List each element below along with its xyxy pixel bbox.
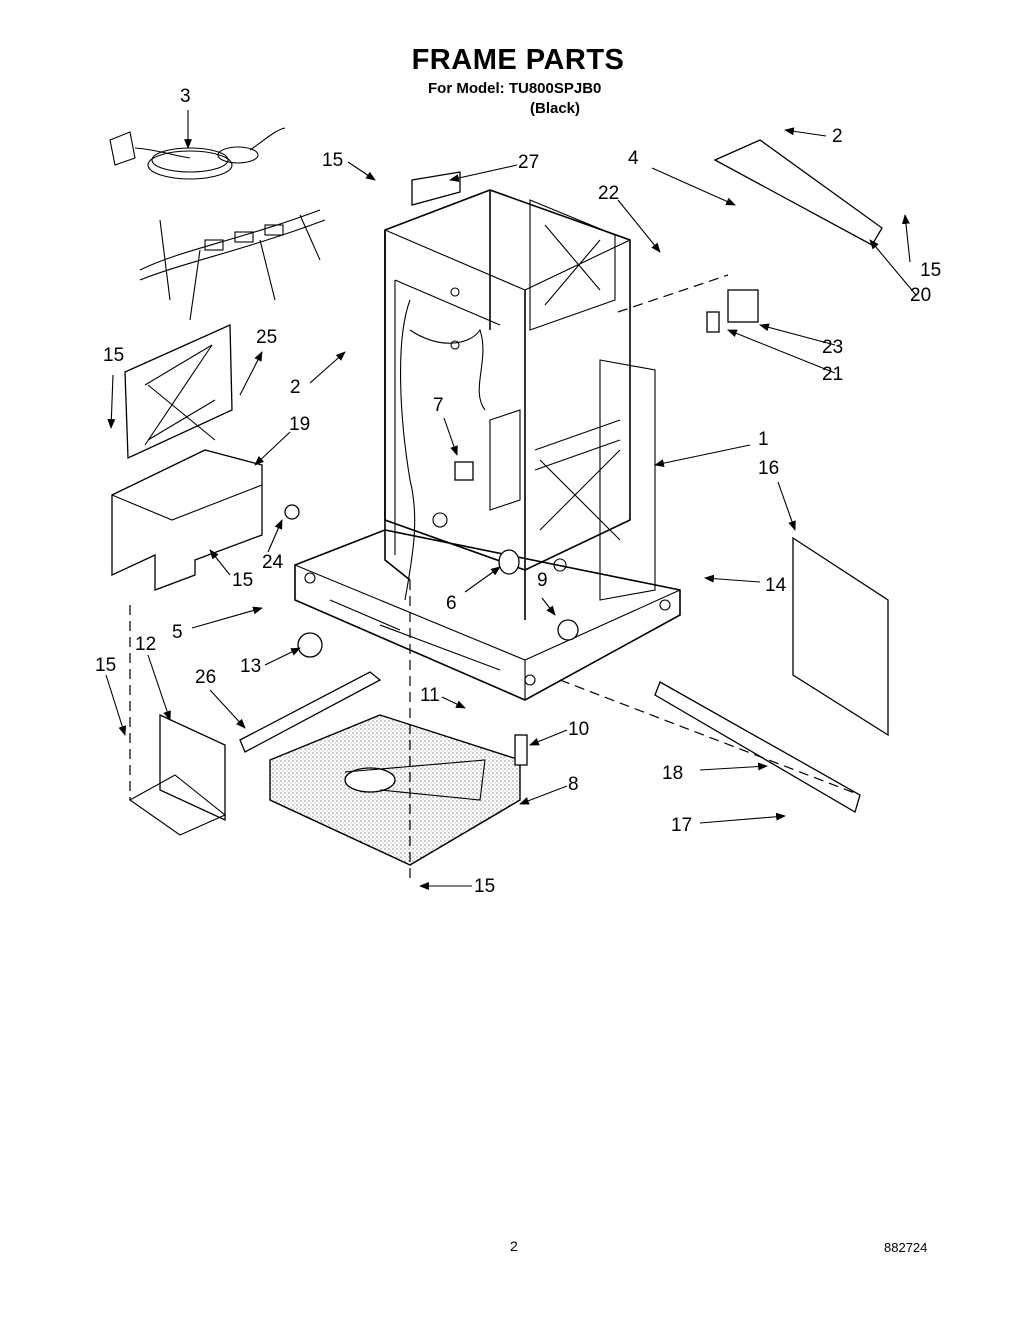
callout-1: 1 xyxy=(758,429,769,450)
wire-harness xyxy=(109,127,326,321)
bracket xyxy=(128,713,227,836)
valve xyxy=(557,619,579,641)
callout-2-top: 2 xyxy=(832,126,843,147)
side-panel xyxy=(792,536,889,737)
bumper xyxy=(498,549,520,575)
bracket-27 xyxy=(411,171,461,206)
base-pan xyxy=(269,714,521,866)
callout-12: 12 xyxy=(135,634,157,655)
shroud xyxy=(111,449,263,591)
page-title: FRAME PARTS xyxy=(411,44,625,76)
switch xyxy=(706,289,759,333)
callout-2-mid: 2 xyxy=(290,377,301,398)
rail xyxy=(654,681,861,813)
page-number: 2 xyxy=(510,1238,518,1254)
leveling-leg xyxy=(514,734,528,766)
callout-3: 3 xyxy=(180,86,191,107)
callout-5: 5 xyxy=(172,622,183,643)
foam-strip xyxy=(239,671,382,753)
callout-15-bottom: 15 xyxy=(474,876,496,897)
top-bracket xyxy=(713,139,883,246)
switch-7 xyxy=(454,461,474,481)
callout-10: 10 xyxy=(568,719,590,740)
callout-26: 26 xyxy=(195,667,217,688)
callout-11: 11 xyxy=(420,685,440,706)
model-label: For Model: TU800SPJB0 xyxy=(428,80,602,97)
callout-25: 25 xyxy=(256,327,278,348)
leader-lines xyxy=(105,110,917,890)
caster xyxy=(297,632,323,658)
callout-21: 21 xyxy=(822,364,844,385)
callout-7: 7 xyxy=(433,395,444,416)
callout-15-right: 15 xyxy=(920,260,942,281)
base-frame xyxy=(294,529,681,701)
document-number: 882724 xyxy=(884,1240,928,1255)
rear-panel xyxy=(124,324,233,459)
callout-16: 16 xyxy=(758,458,780,479)
callout-15-top: 15 xyxy=(322,150,344,171)
callout-27: 27 xyxy=(518,152,540,173)
callout-13: 13 xyxy=(240,656,262,677)
callout-23: 23 xyxy=(822,337,844,358)
callout-17: 17 xyxy=(671,815,693,836)
callout-24: 24 xyxy=(262,552,284,573)
grommet xyxy=(284,504,300,520)
callout-15-left: 15 xyxy=(103,345,125,366)
callout-14: 14 xyxy=(765,575,787,596)
callout-15-bottom-left: 15 xyxy=(95,655,117,676)
frame-cabinet xyxy=(384,189,656,620)
callout-20: 20 xyxy=(910,285,932,306)
callout-4: 4 xyxy=(628,148,639,169)
callout-18: 18 xyxy=(662,763,684,784)
callout-6: 6 xyxy=(446,593,457,614)
variant-label: (Black) xyxy=(530,100,581,117)
callout-19: 19 xyxy=(289,414,311,435)
callout-9: 9 xyxy=(537,570,548,591)
callout-22: 22 xyxy=(598,183,620,204)
callout-15-shroud: 15 xyxy=(232,570,254,591)
callout-8: 8 xyxy=(568,774,579,795)
